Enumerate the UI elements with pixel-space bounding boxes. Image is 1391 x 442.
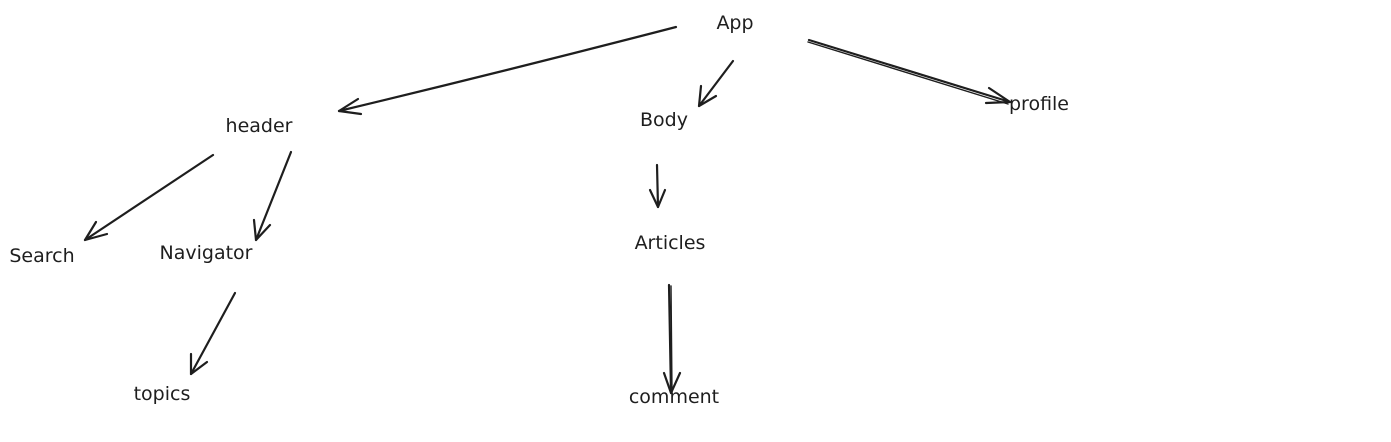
arrowhead xyxy=(984,86,1012,105)
edge-articles-to-comment xyxy=(662,283,682,395)
edge-line xyxy=(254,150,293,242)
edge-line xyxy=(189,291,237,376)
node-profile: profile xyxy=(1009,93,1069,115)
edge-line xyxy=(807,38,1012,104)
edge-app-to-body xyxy=(697,59,735,108)
edge-line xyxy=(697,59,735,108)
edge-app-to-profile xyxy=(807,38,1012,105)
node-body: Body xyxy=(640,109,688,131)
edge-line-double xyxy=(807,41,1009,105)
node-search: Search xyxy=(9,245,74,267)
edge-app-to-header xyxy=(337,25,678,116)
edge-line xyxy=(655,163,660,209)
edge-line xyxy=(667,283,673,395)
arrowhead xyxy=(252,218,272,242)
arrowhead xyxy=(83,220,109,242)
node-topics: topics xyxy=(134,383,191,405)
node-articles: Articles xyxy=(635,232,706,254)
node-comment: comment xyxy=(629,386,719,408)
edge-header-to-search xyxy=(83,153,215,242)
edge-navigator-to-topics xyxy=(189,291,237,376)
node-app: App xyxy=(716,12,753,34)
node-navigator: Navigator xyxy=(160,242,253,264)
edge-body-to-articles xyxy=(648,163,667,209)
arrowhead xyxy=(189,352,209,376)
arrowhead xyxy=(697,84,718,108)
edge-line-double xyxy=(670,285,673,393)
edge-header-to-navigator xyxy=(252,150,293,242)
arrowhead xyxy=(648,188,667,209)
edge-line xyxy=(83,153,215,242)
node-header: header xyxy=(226,115,293,137)
arrowhead xyxy=(337,97,363,116)
arrowhead xyxy=(662,371,682,395)
edge-line xyxy=(337,25,678,113)
